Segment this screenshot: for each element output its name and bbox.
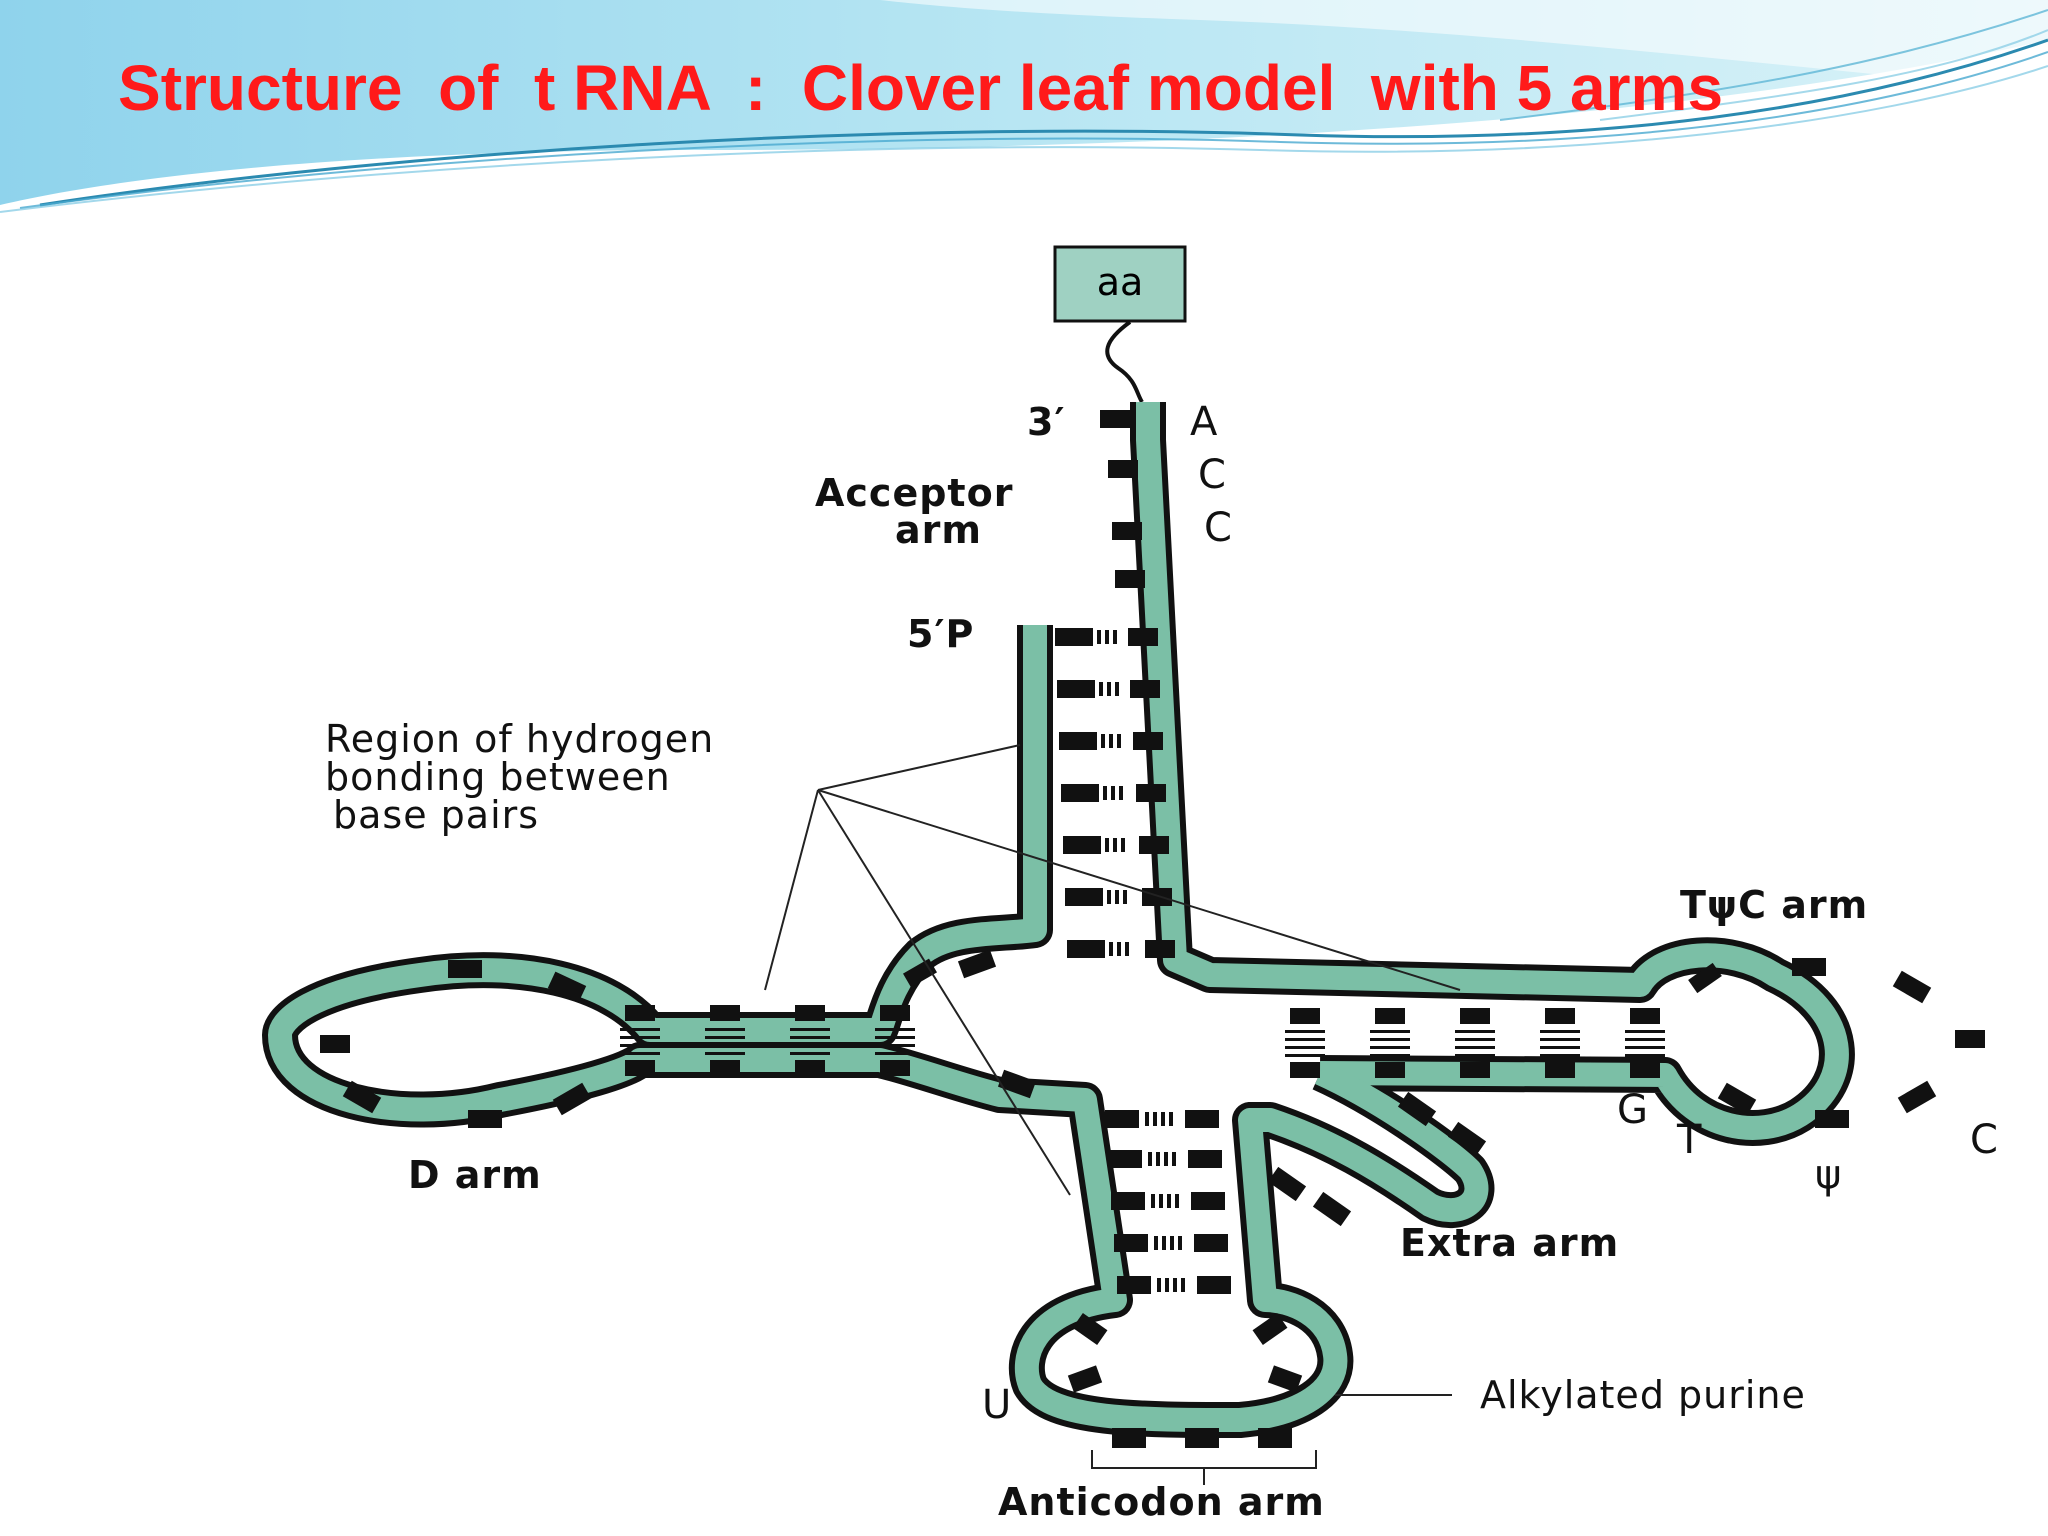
amino-acid-linker [1105,320,1144,404]
nucleotide-t: T [1676,1117,1702,1163]
anticodon-loop-bases [1067,1313,1303,1448]
amino-acid-box [1053,245,1187,323]
tpsic-arm-base-pairs [1285,1008,1665,1078]
hbond-label-line3: base pairs [333,793,539,837]
d-arm-base-pairs [620,1005,915,1076]
nucleotide-c-2: C [1204,505,1232,551]
hbond-label-line2: bonding between [325,755,671,799]
acceptor-arm-label-line1: Acceptor [815,471,1013,515]
d-loop-bases [320,949,1037,1128]
hbond-label-line1: Region of hydrogen [325,717,714,761]
acceptor-stem-base-pairs [1055,628,1175,958]
acceptor-arm-label-line2: arm [895,508,982,552]
hydrogen-bond-leader-lines [764,744,1461,1196]
trna-backbone [262,402,1855,1438]
anticodon-stem-base-pairs [1105,1110,1231,1294]
anticodon-bracket [1091,1450,1317,1485]
header-wave-decoration [0,0,2048,213]
tpsic-loop-bases [1688,958,1985,1128]
tpsic-arm-label: TψC arm [1680,883,1868,927]
d-arm-label: D arm [408,1153,542,1197]
nucleotide-a: A [1190,399,1218,445]
nucleotide-c-1: C [1198,452,1226,498]
nucleotide-c-3: C [1970,1117,1998,1163]
nucleotide-u: U [982,1382,1011,1428]
nucleotide-g: G [1617,1087,1648,1133]
alkylated-purine-label: Alkylated purine [1480,1373,1806,1417]
three-prime-label: 3′ [1027,400,1065,444]
amino-acid-label: aa [1097,260,1144,304]
extra-arm-label: Extra arm [1400,1221,1619,1265]
five-prime-label: 5′P [907,612,974,656]
slide-title: Structure of t RNA : Clover leaf model w… [118,52,1724,124]
extra-arm-bases [1267,1091,1487,1227]
anticodon-arm-label: Anticodon arm [998,1480,1325,1524]
acceptor-unpaired-bases [1100,410,1145,588]
nucleotide-psi: ψ [1815,1152,1841,1198]
